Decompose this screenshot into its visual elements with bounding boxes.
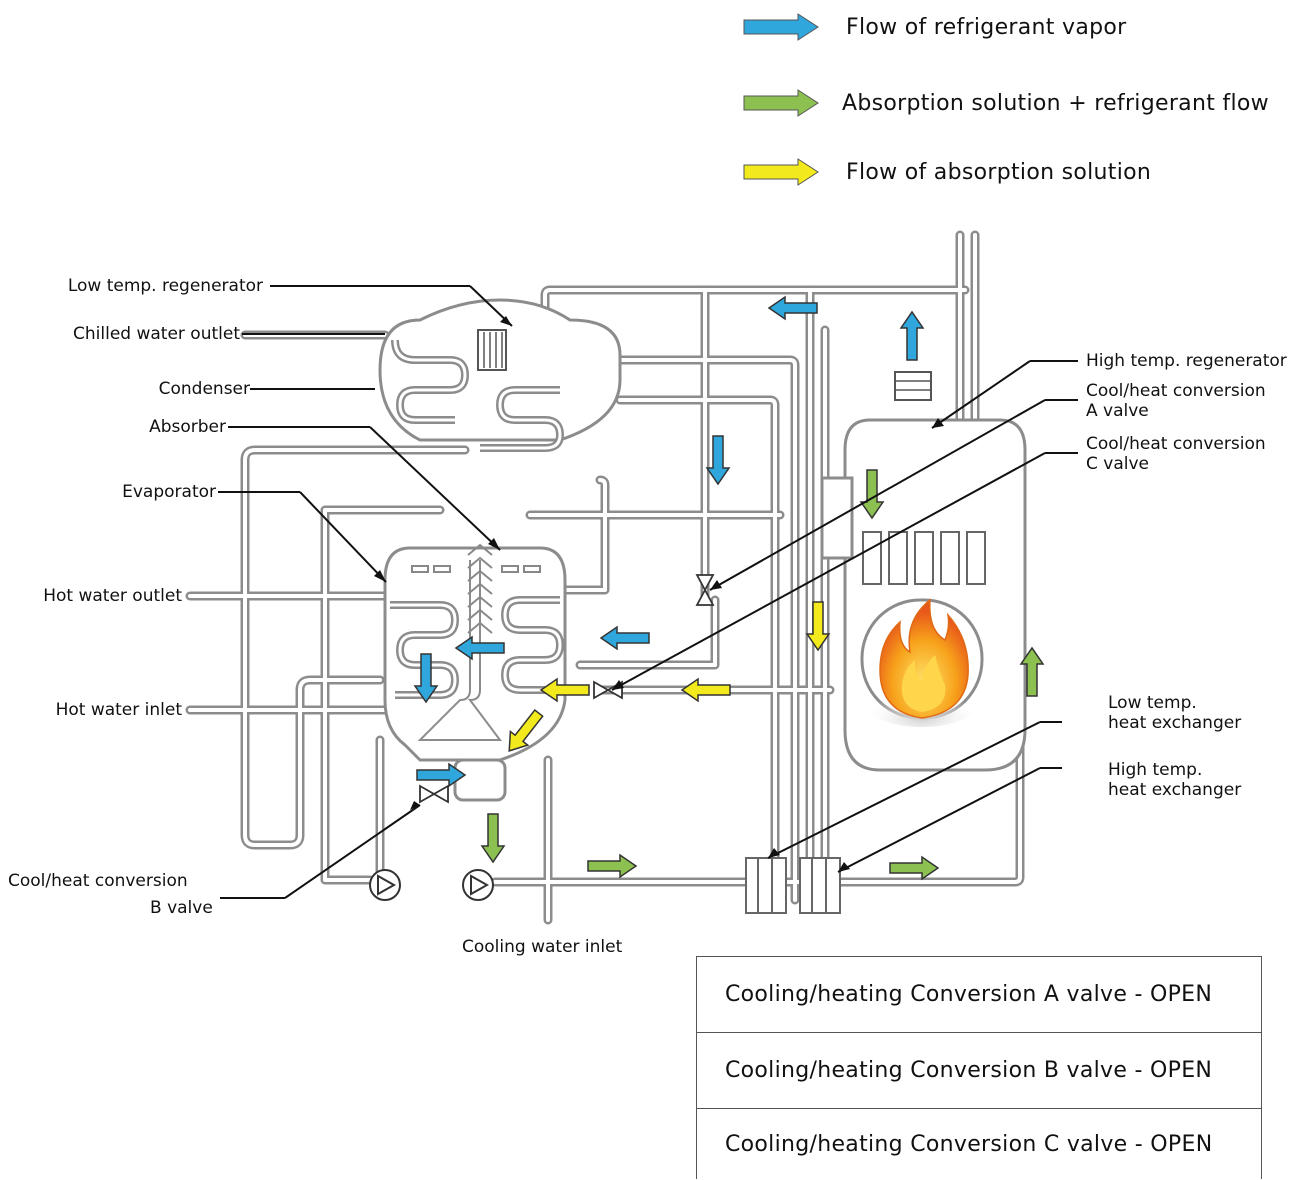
label-hot-water-outlet: Hot water outlet: [43, 586, 182, 606]
label-chilled-water-outlet: Chilled water outlet: [73, 324, 240, 344]
arrow-left-icon: [601, 627, 649, 649]
label-valve-b-line2: B valve: [150, 898, 213, 918]
arrow-right-icon: [890, 857, 938, 879]
valve-c-status: Cooling/heating Conversion C valve - OPE…: [697, 1109, 1262, 1180]
arrow-down-icon: [482, 814, 504, 862]
label-low-hx-line2: heat exchanger: [1108, 713, 1241, 733]
arrow-up-icon: [901, 312, 923, 360]
label-condenser: Condenser: [159, 379, 250, 399]
label-high-hx-line1: High temp.: [1108, 760, 1202, 780]
arrow-down-icon: [707, 436, 729, 484]
label-valve-b-line1: Cool/heat conversion: [8, 871, 188, 891]
label-cooling-water-inlet: Cooling water inlet: [462, 937, 622, 957]
label-high-temp-regenerator: High temp. regenerator: [1086, 351, 1287, 371]
arrow-left-icon: [682, 679, 730, 701]
label-absorber: Absorber: [149, 417, 226, 437]
evaporator-absorber-vessel: [385, 545, 565, 800]
valve-status-table: Cooling/heating Conversion A valve - OPE…: [696, 956, 1262, 1179]
label-hot-water-inlet: Hot water inlet: [56, 700, 182, 720]
arrow-right-icon: [588, 855, 636, 877]
table-row: Cooling/heating Conversion A valve - OPE…: [697, 957, 1262, 1033]
label-valve-a-line2: A valve: [1086, 401, 1149, 421]
condenser-vessel: [380, 300, 620, 448]
label-valve-c-line2: C valve: [1086, 454, 1149, 474]
valve-a-status: Cooling/heating Conversion A valve - OPE…: [697, 957, 1262, 1033]
label-low-hx-line1: Low temp.: [1108, 693, 1197, 713]
pump-icon: [370, 870, 493, 900]
label-high-hx-line2: heat exchanger: [1108, 780, 1241, 800]
label-valve-c-line1: Cool/heat conversion: [1086, 434, 1266, 454]
label-low-temp-regenerator: Low temp. regenerator: [68, 276, 263, 296]
table-row: Cooling/heating Conversion C valve - OPE…: [697, 1109, 1262, 1180]
table-row: Cooling/heating Conversion B valve - OPE…: [697, 1033, 1262, 1109]
label-evaporator: Evaporator: [122, 482, 216, 502]
valve-b-status: Cooling/heating Conversion B valve - OPE…: [697, 1033, 1262, 1109]
label-valve-a-line1: Cool/heat conversion: [1086, 381, 1266, 401]
